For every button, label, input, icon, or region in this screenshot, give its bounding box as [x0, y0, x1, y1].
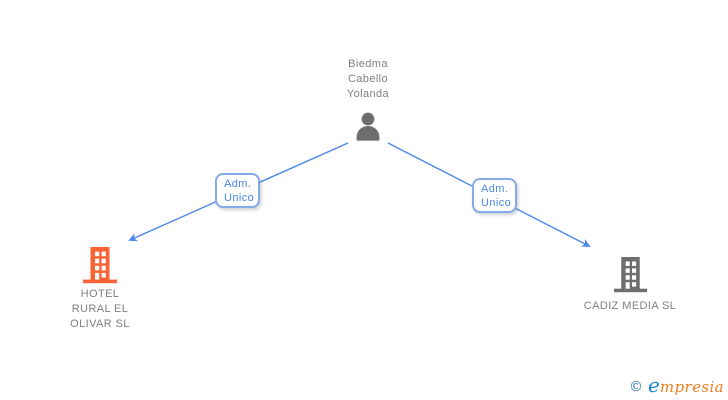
person-icon[interactable] — [353, 112, 383, 141]
brand-initial: e — [648, 373, 660, 397]
role-badge-left: Adm. Unico — [215, 173, 260, 208]
building-icon — [613, 256, 648, 293]
copyright-icon: © — [629, 379, 644, 395]
person-name: Biedma Cabello Yolanda — [346, 58, 390, 100]
company-name: HOTEL RURAL EL OLIVAR SL — [70, 288, 130, 330]
company-node-hotel-rural-el-olivar[interactable]: HOTEL RURAL EL OLIVAR SL — [52, 246, 148, 331]
company-name: CADIZ MEDIA SL — [583, 300, 677, 312]
brand-rest: mpresia — [659, 378, 724, 396]
company-node-cadiz-media[interactable]: CADIZ MEDIA SL — [576, 256, 684, 314]
role-badge-right-label: Adm. Unico — [481, 183, 512, 209]
role-badge-right: Adm. Unico — [472, 178, 517, 213]
empresia-logo[interactable]: ©empresia — [629, 373, 724, 397]
role-badge-left-label: Adm. Unico — [224, 178, 255, 204]
building-icon — [82, 246, 118, 284]
